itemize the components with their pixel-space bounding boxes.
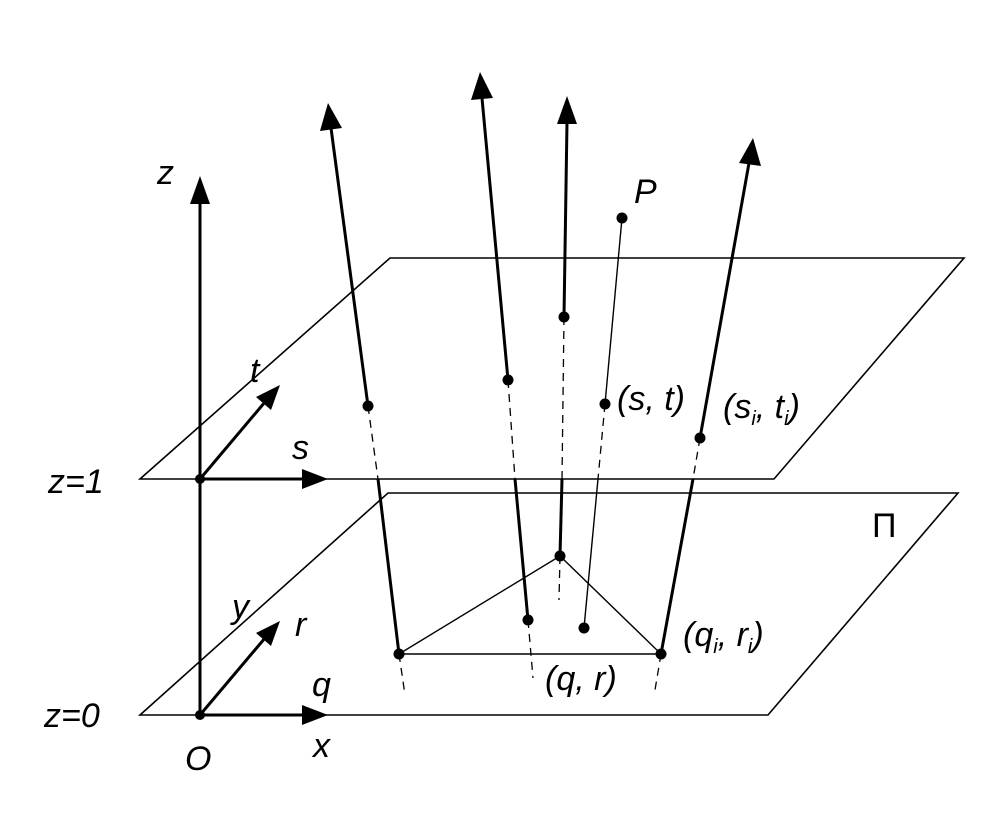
ray-2-st-point [502, 374, 514, 386]
ray-1-upper [329, 127, 370, 407]
origin-point-z1 [195, 474, 205, 484]
r-axis-label: r [295, 606, 308, 644]
ray-2-qr-point [522, 614, 534, 626]
ray-3-upper [562, 121, 569, 318]
z1-label: z=1 [47, 463, 104, 501]
point-qr [578, 622, 590, 634]
ray-1-lower [376, 478, 401, 655]
z0-label: z=0 [43, 697, 100, 735]
ray-4-hidden [692, 437, 701, 480]
st-i-sub2: i [784, 408, 789, 430]
st-i-sub1: i [751, 408, 756, 430]
x-axis-label: x [311, 727, 331, 765]
ray-3-arrowhead [557, 96, 577, 124]
ray-4-below [654, 653, 662, 691]
plane-pi-label: Π [872, 507, 897, 545]
qr-i-sub2: i [748, 636, 753, 658]
ray-1-arrowhead [320, 103, 342, 131]
origin-point-z0 [195, 710, 205, 720]
qr-i-label: (qi, ri) [683, 616, 764, 658]
t-axis-label: t [250, 352, 261, 390]
st-i-mid: , t [756, 388, 786, 426]
r-axis-arrowhead [256, 621, 280, 646]
q-axis-arrowhead [302, 705, 328, 725]
ray-4-lower [659, 478, 695, 655]
t-axis-arrowhead [256, 385, 280, 410]
ray-2-arrowhead [471, 72, 493, 100]
plane-z0 [137, 492, 960, 716]
qr-i-open: (q [683, 616, 713, 654]
t-axis [198, 401, 267, 480]
point-p [616, 212, 628, 224]
ray-3-hidden [561, 316, 565, 480]
point-st [599, 398, 611, 410]
ray-3-st-point [558, 311, 570, 323]
qr-i-sub1: i [713, 636, 718, 658]
r-axis [198, 637, 267, 716]
ray-4-arrowhead [739, 138, 761, 166]
qr-i-close: ) [748, 616, 763, 654]
q-axis-label: q [312, 666, 331, 704]
st-i-label: (si, ti) [723, 388, 800, 430]
ray-2-lower [513, 478, 530, 621]
ray-2-below [527, 619, 534, 679]
ray-2-hidden [507, 379, 516, 480]
qr-i-mid: , r [718, 616, 750, 654]
z-axis-arrowhead [190, 176, 210, 204]
ray-1-hidden [367, 405, 379, 480]
ray-4-st-point [694, 432, 706, 444]
st-i-open: (s [723, 388, 751, 426]
s-axis-arrowhead [302, 469, 328, 489]
st-i-close: ) [785, 388, 800, 426]
st-label: (s, t) [617, 380, 685, 418]
qr-label: (q, r) [545, 660, 617, 698]
ray-p-lower [583, 478, 599, 629]
s-axis-label: s [292, 429, 309, 467]
point-p-label: P [634, 173, 657, 211]
ray-4-upper [698, 162, 751, 439]
ray-1-st-point [362, 400, 374, 412]
interpolation-triangle [398, 555, 663, 655]
y-axis-label: y [230, 588, 251, 626]
plane-z1 [137, 257, 966, 480]
ray-2-upper [480, 97, 510, 381]
ray-p-hidden [597, 403, 606, 480]
origin-label: O [185, 740, 211, 778]
ray-p-upper [604, 217, 623, 405]
ray-3-lower [558, 478, 564, 557]
z-axis-label: z [156, 154, 174, 192]
ray-1-below [398, 653, 406, 696]
ray-3-below [558, 555, 561, 601]
